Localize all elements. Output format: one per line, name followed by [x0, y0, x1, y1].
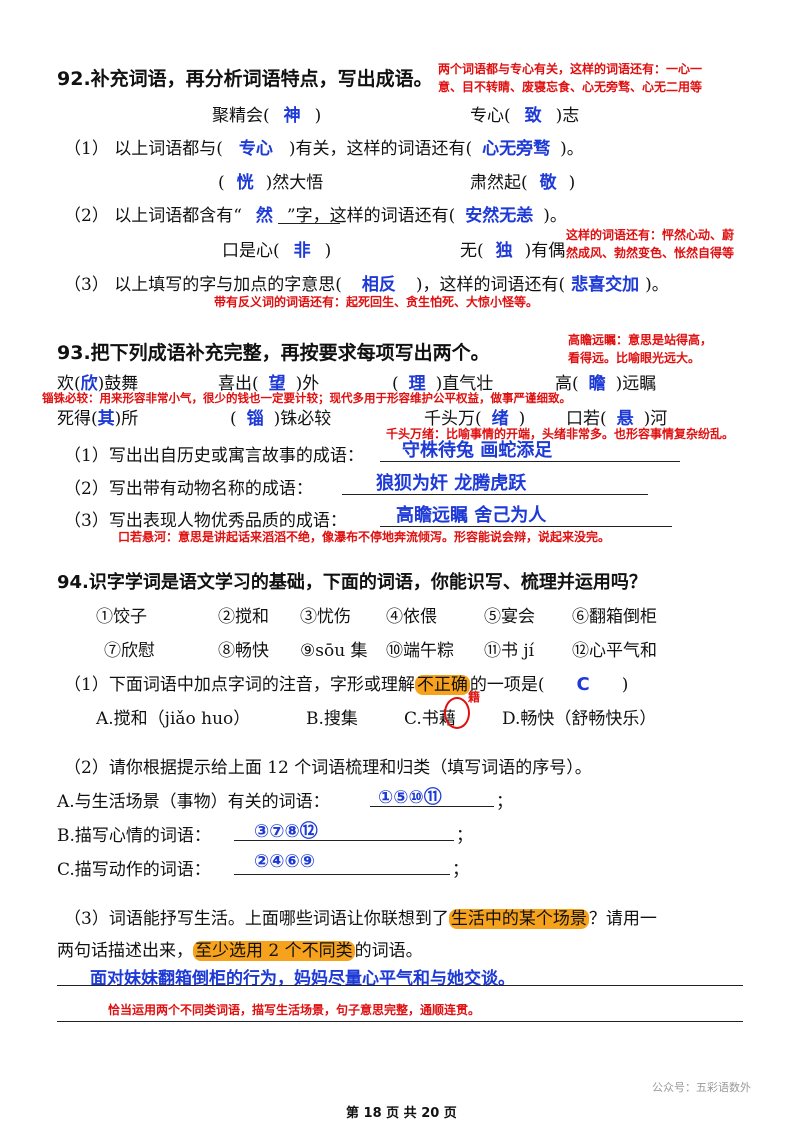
q94-part-2-c-line: [234, 874, 450, 875]
q93-note-qiantou: 千头万绪：比喻事情的开端，头绪非常多。也形容事情复杂纷乱。: [386, 427, 735, 441]
q93-sub-1-answer: 守株待兔 画蛇添足: [402, 440, 553, 461]
q94-part-3-line-a: [57, 985, 743, 986]
q94-part-2-b-answer: ③⑦⑧⑫: [254, 821, 318, 842]
q94-part-3-line-1: （3）词语能抒写生活。上面哪些词语让你联想到了生活中的某个场景？请用一: [64, 909, 657, 929]
q92-word-1a: 聚精会(神): [212, 106, 322, 126]
q94-part-2-c-end: ；: [452, 860, 469, 880]
q93-idiom-2: 喜出(望)外: [218, 374, 320, 394]
q92-note-mid-2: 然成风、勃然变色、怅然自得等: [566, 246, 735, 260]
q94-part-3-answer: 面对妹妹翻箱倒柜的行为，妈妈尽量心平气和与她交谈。: [90, 969, 515, 989]
q93-sub-3-line: [380, 526, 672, 527]
q94-part-2-a-answer: ①⑤⑩⑪: [378, 787, 442, 808]
q92-title: 92.补充词语，再分析词语特点，写出成语。: [57, 68, 433, 90]
highlight-two-categories: 至少选用 2 个不同类: [193, 941, 355, 961]
q94-part-2-a-end: ；: [496, 792, 513, 812]
q92-word-2b: 肃然起(敬): [470, 173, 576, 193]
q94-part-3-line-2: 两句话描述出来，至少选用 2 个不同类的词语。: [57, 941, 423, 961]
q94-word-8: ⑧畅快: [218, 641, 269, 661]
highlight-life-scene: 生活中的某个场景: [448, 909, 589, 929]
q93-sub-2: （2）写出带有动物名称的成语：: [64, 479, 313, 499]
q94-word-4: ④依偎: [386, 607, 437, 627]
q94-option-c-circle: [444, 697, 470, 729]
q93-sub-2-answer: 狼狈为奸 龙腾虎跃: [376, 473, 527, 494]
q92-note-top-2: 意、目不转睛、废寝忘食、心无旁骛、心无二用等: [438, 80, 703, 94]
q94-part-2: （2）请你根据提示给上面 12 个词语梳理和归类（填写词语的序号）。: [64, 758, 592, 778]
q94-part-3-note: 恰当运用两个不同类词语，描写生活场景，句子意思完整，通顺连贯。: [108, 1003, 481, 1017]
q94-part-1-answer: C: [576, 674, 590, 695]
q92-word-2a: (恍)然大悟: [218, 173, 324, 193]
q93-note-gaozhan-1: 高瞻远瞩：意思是站得高，: [568, 333, 713, 347]
q93-sub-3: （3）写出表现人物优秀品质的成语：: [64, 511, 347, 531]
q92-part-3: （3） 以上填写的字与加点的字意思(相反)，这样的词语还有(悲喜交加)。: [64, 275, 669, 295]
q94-word-5: ⑤宴会: [484, 607, 535, 627]
q93-note-kouruo: 口若悬河：意思是讲起话来滔滔不绝，像瀑布不停地奔流倾泻。形容能说会辩，说起来没完…: [118, 530, 611, 544]
highlight-not-correct: 不正确: [414, 675, 470, 695]
q94-option-d: D.畅快（舒畅快乐）: [502, 709, 657, 729]
q94-word-6: ⑥翻箱倒柜: [572, 607, 657, 627]
q93-sub-2-line: [342, 494, 648, 495]
q92-part-2: （2） 以上词语都含有“然”字，这样的词语还有(安然无恙)。: [64, 206, 567, 226]
q94-word-9: ⑨sōu 集: [300, 641, 368, 661]
q94-part-2-a: A.与生活场景（事物）有关的词语：: [57, 792, 330, 812]
q94-word-11: ⑪书 jí: [484, 641, 535, 661]
q92-blank-line: [278, 223, 340, 224]
q94-part-2-c: C.描写动作的词语：: [57, 860, 211, 880]
q93-idiom-3: (理)直气壮: [392, 374, 494, 394]
q93-sub-3-answer: 高瞻远瞩 舍己为人: [396, 505, 547, 526]
q94-part-3-line-b: [57, 1021, 743, 1022]
q94-option-a: A.搅和（jiǎo huo）: [96, 709, 251, 729]
q93-note-zizhu: 锱铢必较：用来形容非常小气，很少的钱也一定要计较；现代多用于形容维护公平权益，做…: [42, 391, 571, 405]
q94-word-7: ⑦欣慰: [104, 641, 155, 661]
q94-part-2-b-line: [234, 840, 454, 841]
q92-note-top-1: 两个词语都与专心有关，这样的词语还有：一心一: [438, 62, 703, 76]
q93-idiom-1: 欢(欣)鼓舞: [57, 374, 139, 394]
q94-part-2-b-end: ；: [456, 826, 473, 846]
q94-part-2-a-line: [370, 806, 494, 807]
q93-idiom-7: 千头万(绪): [424, 409, 526, 429]
q92-word-3b: 无(独)有偶: [460, 241, 566, 261]
q92-note-mid-1: 这样的词语还有：怦然心动、蔚: [566, 228, 735, 242]
q94-word-12: ⑫心平气和: [572, 641, 657, 661]
watermark: 公众号：五彩语数外: [652, 1081, 751, 1094]
q94-word-1: ①饺子: [96, 607, 147, 627]
q94-option-c-correction: 籍: [468, 690, 481, 704]
q92-word-3a: 口是心(非): [222, 241, 332, 261]
q94-title: 94.识字学词是语文学习的基础，下面的词语，你能识写、梳理并运用吗？: [57, 572, 647, 593]
q94-word-3: ③忧伤: [300, 607, 351, 627]
q94-part-1: （1）下面词语中加点字词的注音，字形或理解不正确的一项是(C): [64, 674, 629, 695]
q93-sub-1: （1）写出出自历史或寓言故事的成语：: [64, 446, 364, 466]
q92-word-1b: 专心(致)志: [470, 106, 580, 126]
q94-part-2-b: B.描写心情的词语：: [57, 826, 211, 846]
page-number: 第 18 页 共 20 页: [346, 1106, 457, 1121]
q94-option-b: B.搜集: [306, 709, 358, 729]
q93-idiom-6: (锱)铢必较: [230, 409, 332, 429]
q93-note-gaozhan-2: 看得远。比喻眼光远大。: [568, 351, 701, 365]
q93-idiom-4: 高(瞻)远瞩: [555, 374, 657, 394]
q93-title: 93.把下列成语补充完整，再按要求每项写出两个。: [57, 342, 490, 364]
q93-idiom-5: 死得(其)所: [57, 409, 139, 429]
q93-idiom-8: 口若(悬)河: [566, 409, 668, 429]
q93-sub-1-line: [380, 461, 680, 462]
q94-word-2: ②搅和: [218, 607, 269, 627]
q94-part-2-c-answer: ②④⑥⑨: [254, 851, 315, 872]
q92-part-1: （1） 以上词语都与(专心)有关，这样的词语还有(心无旁骛)。: [64, 139, 584, 159]
q94-word-10: ⑩端午粽: [386, 641, 454, 661]
q92-note-bottom: 带有反义词的词语还有：起死回生、贪生怕死、大惊小怪等。: [214, 295, 539, 309]
